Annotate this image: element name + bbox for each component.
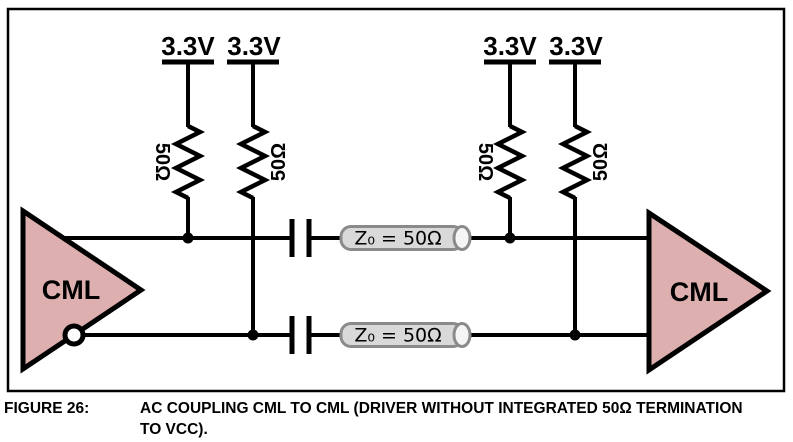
transmission-line-bottom: Z₀ = 50Ω	[339, 322, 472, 348]
resistor-stems	[186, 62, 577, 335]
resistor-4-symbol	[557, 123, 593, 201]
figure-label: FIGURE 26:	[4, 400, 90, 417]
capacitor-top	[289, 219, 312, 257]
diagram-frame	[6, 7, 786, 393]
junction-dot	[182, 232, 194, 244]
supply-label-3: 3.3V	[483, 31, 537, 61]
signal-wires	[62, 236, 650, 337]
supply-label-2: 3.3V	[227, 31, 281, 61]
cml-receiver-right: CML	[646, 208, 772, 375]
tline-endcap	[452, 225, 472, 251]
inversion-bubble	[62, 323, 86, 347]
tline-top-label: Z₀ = 50Ω	[354, 228, 441, 250]
resistor-4-label: 50Ω	[590, 143, 612, 181]
cml-driver-left-label: CML	[42, 275, 100, 305]
circuit-diagram: 50Ω 50Ω 50Ω 50Ω 3.3V 3.3V 3.3V 3.3V	[6, 7, 786, 393]
supply-label-4: 3.3V	[549, 31, 603, 61]
tline-endcap	[452, 322, 472, 348]
junction-dots	[182, 232, 581, 341]
resistors	[170, 123, 593, 201]
figure-title: AC COUPLING CML TO CML (DRIVER WITHOUT I…	[140, 399, 789, 440]
cml-receiver-right-label: CML	[670, 277, 728, 307]
resistor-3-label: 50Ω	[474, 143, 496, 181]
cml-driver-left: CML	[20, 206, 146, 374]
figure-title-line2: TO VCC).	[140, 420, 208, 438]
coupling-capacitors	[289, 219, 312, 354]
junction-dot	[569, 329, 581, 341]
resistor-1-symbol	[170, 123, 206, 201]
resistor-1-label: 50Ω	[151, 143, 173, 181]
junction-dot	[504, 232, 516, 244]
resistor-2-symbol	[235, 123, 271, 201]
supply-label-1: 3.3V	[161, 31, 215, 61]
resistor-2-label: 50Ω	[268, 143, 290, 181]
transmission-line-top: Z₀ = 50Ω	[339, 225, 472, 251]
junction-dot	[247, 329, 259, 341]
cml-receiver-right-triangle	[646, 208, 772, 375]
figure-title-line1: AC COUPLING CML TO CML (DRIVER WITHOUT I…	[140, 400, 743, 417]
tline-bottom-label: Z₀ = 50Ω	[354, 325, 441, 347]
capacitor-bottom	[289, 316, 312, 354]
figure-caption: FIGURE 26: AC COUPLING CML TO CML (DRIVE…	[4, 399, 789, 440]
resistor-3-symbol	[492, 123, 528, 201]
